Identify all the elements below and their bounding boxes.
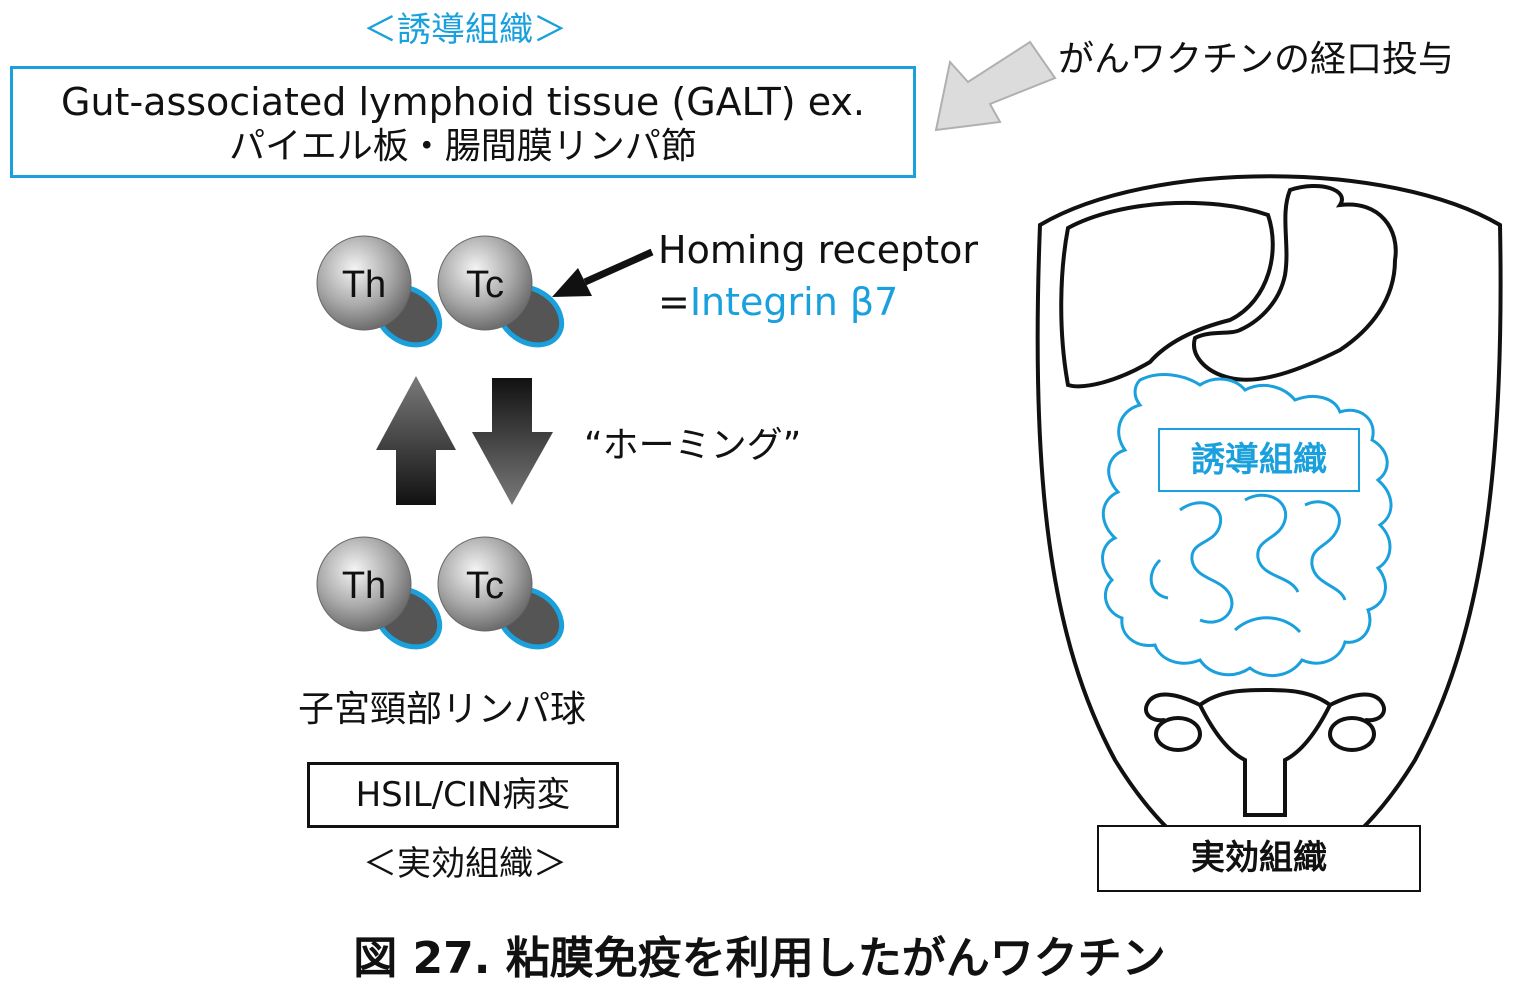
galt-line2: パイエル板・腸間膜リンパ節	[229, 126, 697, 167]
integrin-label: Integrin β7	[689, 280, 899, 324]
stomach	[1192, 183, 1398, 382]
homing-label: “ホーミング”	[584, 425, 802, 466]
top-th-cell	[316, 235, 443, 348]
top-th-label: Th	[342, 264, 386, 306]
top-tc-label: Tc	[466, 264, 504, 306]
up-arrow	[376, 376, 456, 505]
bottom-th-cell	[316, 536, 443, 650]
uterus-ovaries	[1144, 687, 1386, 817]
homing-receptor-label: Homing receptor =Integrin β7	[658, 224, 978, 328]
galt-box: Gut-associated lymphoid tissue (GALT) ex…	[10, 66, 916, 178]
equals-sign: =	[658, 280, 690, 324]
effector-tissue-label: ＜実効組織＞	[363, 844, 567, 884]
galt-line1: Gut-associated lymphoid tissue (GALT) ex…	[61, 80, 865, 124]
induction-tissue-label: ＜誘導組織＞	[363, 10, 567, 50]
down-arrow	[472, 378, 553, 505]
oral-admin-arrow	[934, 40, 1057, 132]
receptor-pointer-arrow	[552, 248, 654, 297]
oral-admin-label: がんワクチンの経口投与	[1058, 39, 1455, 80]
intestines	[1101, 373, 1393, 678]
bottom-tc-cell	[437, 536, 565, 650]
homing-receptor-line2: =Integrin β7	[658, 276, 978, 328]
top-tc-cell	[437, 235, 565, 348]
figure-caption: 図 27. 粘膜免疫を利用したがんワクチン	[353, 933, 1166, 984]
bottom-th-label: Th	[342, 565, 386, 607]
hsil-box: HSIL/CIN病変	[307, 762, 619, 828]
liver	[1059, 200, 1275, 389]
body-effector-box: 実効組織	[1097, 825, 1421, 892]
body-induction-box: 誘導組織	[1158, 428, 1360, 492]
homing-receptor-line1: Homing receptor	[658, 228, 979, 272]
cervical-lymphocytes-label: 子宮頸部リンパ球	[298, 689, 587, 730]
bottom-tc-label: Tc	[466, 565, 504, 607]
body-outline	[1035, 174, 1503, 885]
